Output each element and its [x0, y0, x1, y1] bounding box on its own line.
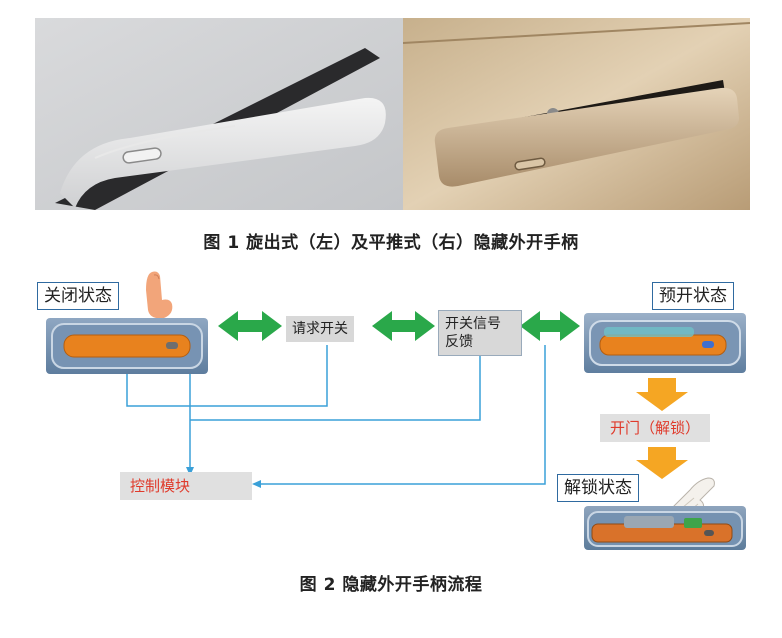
flush-handle-photo: [403, 18, 750, 210]
unlocked-state-label: 解锁状态: [557, 474, 639, 502]
arrow-left-to-control: [252, 480, 261, 488]
switch-signal-box: 开关信号 反馈: [438, 310, 522, 356]
rotating-handle-photo: [35, 18, 403, 210]
double-arrow-3: [520, 311, 580, 341]
pointing-finger-icon: [146, 271, 173, 319]
request-switch-box: 请求开关: [286, 316, 354, 342]
double-arrow-2: [372, 311, 435, 341]
orange-arrow-2: [636, 447, 688, 479]
closed-handle-image: [46, 318, 208, 374]
unlocked-handle-image: [584, 506, 746, 550]
switch-signal-line2: 反馈: [445, 334, 473, 350]
double-arrow-1: [218, 311, 282, 341]
open-door-box: 开门（解锁）: [600, 414, 711, 442]
orange-arrow-1: [636, 378, 688, 411]
figure-1-caption: 图 1 旋出式（左）及平推式（右）隐藏外开手柄: [203, 233, 579, 253]
pre-open-handle-image: [584, 313, 746, 373]
pre-open-state-label: 预开状态: [652, 282, 734, 310]
closed-state-label: 关闭状态: [37, 282, 119, 310]
arrow-down-to-control: [186, 467, 194, 476]
switch-signal-line1: 开关信号: [445, 316, 501, 332]
control-module-box: 控制模块: [120, 472, 252, 500]
figure-2-caption: 图 2 隐藏外开手柄流程: [299, 575, 483, 595]
